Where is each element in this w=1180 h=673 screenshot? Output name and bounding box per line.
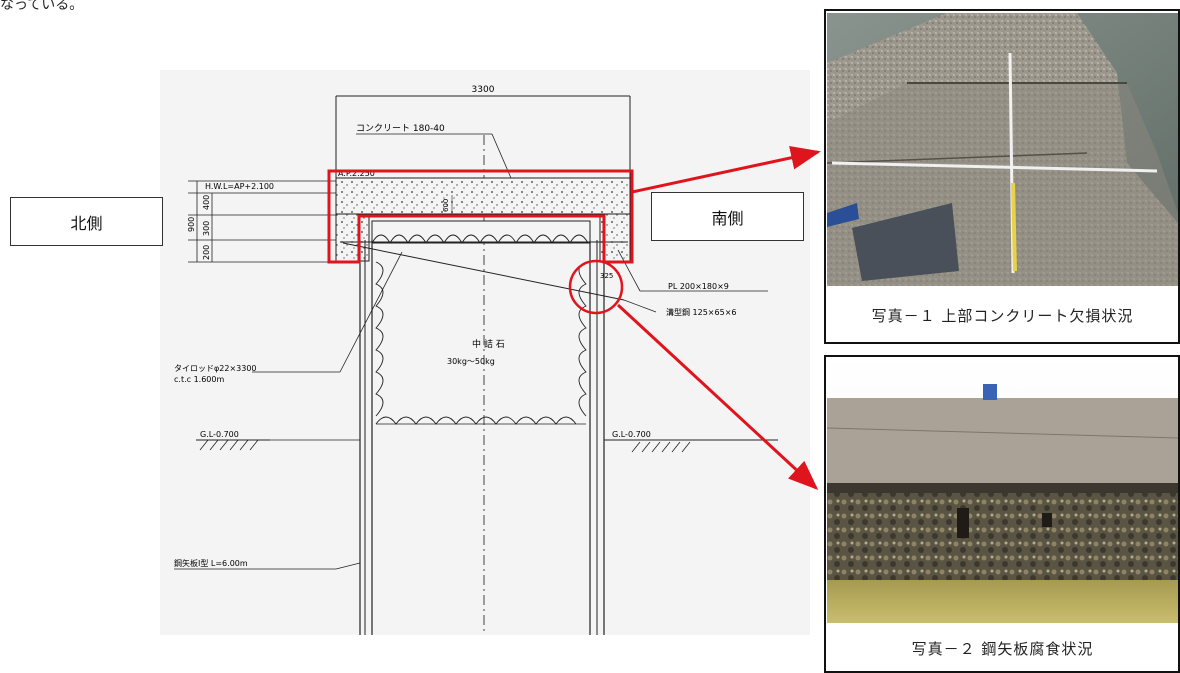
photo2-image — [827, 358, 1178, 623]
south-label-box: 南側 — [651, 192, 804, 241]
photo2-frame — [824, 355, 1180, 673]
channel-label: 溝型鋼 125×65×6 — [666, 307, 737, 317]
corrosion-highlight-circle — [568, 259, 624, 315]
photo1-caption: 写真－１ 上部コンクリート欠損状況 — [827, 288, 1178, 342]
pl-label: PL 200×180×9 — [668, 282, 729, 291]
north-label-box: 北側 — [10, 197, 163, 246]
photo1-concrete-damage — [827, 13, 1178, 286]
ap-label: A.P.2.250 — [338, 169, 375, 178]
north-label: 北側 — [70, 213, 103, 233]
waling-beam — [371, 220, 591, 244]
height-dim-top: 400 — [202, 195, 211, 210]
height-dim-total: 900 — [187, 217, 196, 232]
photo1-image — [827, 13, 1178, 286]
photo2-steel-corrosion — [827, 358, 1178, 623]
concrete-cap — [335, 177, 631, 215]
photo1-frame — [824, 9, 1180, 344]
height-dim-bot: 200 — [202, 245, 211, 260]
width-dim: 3300 — [472, 85, 495, 95]
concrete-highlight — [327, 169, 634, 264]
drawing-panel — [160, 70, 810, 635]
header-fragment: なっている。 — [0, 0, 84, 13]
arrow-to-photo1 — [631, 145, 821, 194]
fill-label-1: 中 詰 石 — [472, 338, 505, 350]
fill-label-2: 30kg～50kg — [447, 357, 495, 366]
tierod-label-1: タイロッドφ22×3300 — [174, 364, 257, 373]
tie-rod — [342, 242, 625, 301]
height-dim-mid: 300 — [202, 221, 211, 236]
concrete-label: コンクリート 180-40 — [356, 123, 445, 134]
tierod-label-2: c.t.c 1.600m — [174, 375, 224, 384]
sheetpile-label: 鋼矢板Ⅰ型 L=6.00m — [174, 558, 248, 568]
gl-left: G.L-0.700 — [200, 430, 239, 439]
small-dim: 325 — [600, 272, 613, 280]
photo2-caption: 写真－２ 鋼矢板腐食状況 — [827, 625, 1178, 671]
inner-dim: 600 — [442, 199, 450, 212]
south-label: 南側 — [711, 208, 744, 228]
gl-right: G.L-0.700 — [612, 430, 651, 439]
arrow-to-photo2 — [616, 303, 819, 491]
hwl-label: H.W.L=AP+2.100 — [205, 182, 274, 191]
